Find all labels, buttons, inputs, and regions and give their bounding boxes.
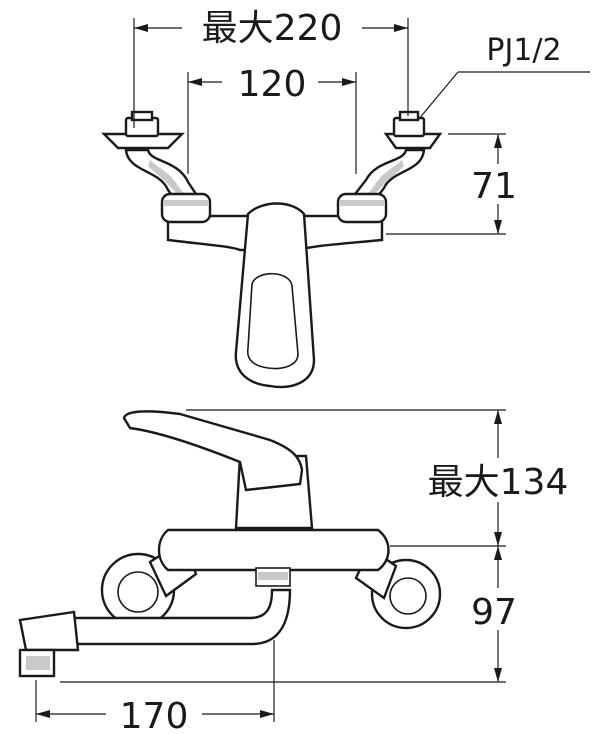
dim-71: 71 xyxy=(386,133,526,235)
dim-120: 120 xyxy=(187,62,357,174)
lever-handle-side xyxy=(122,410,304,492)
right-inlet-fitting xyxy=(349,110,443,206)
label-120: 120 xyxy=(238,64,307,105)
label-max-134: 最大134 xyxy=(428,462,569,503)
left-inlet-fitting xyxy=(101,110,202,208)
label-pj12: PJ1/2 xyxy=(486,33,561,68)
dim-max-220: 最大220 xyxy=(133,8,409,128)
top-view: 最大220 120 PJ1/2 71 xyxy=(101,8,590,389)
spout-side xyxy=(18,588,292,678)
dim-max-134: 最大134 xyxy=(186,409,590,547)
label-71: 71 xyxy=(471,166,517,207)
dim-170: 170 xyxy=(35,640,275,734)
callout-pj12: PJ1/2 xyxy=(417,33,590,121)
label-max-220: 最大220 xyxy=(202,8,343,49)
side-view: 最大134 97 170 xyxy=(18,409,590,734)
label-170: 170 xyxy=(120,696,189,734)
handle-top xyxy=(234,202,316,389)
label-97: 97 xyxy=(471,592,517,633)
dim-97: 97 xyxy=(60,546,526,683)
